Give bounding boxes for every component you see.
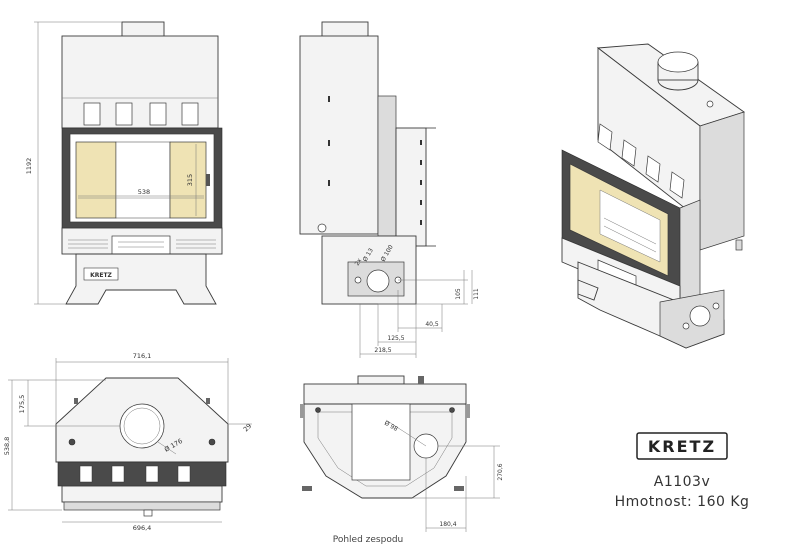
side-w3-label: 218,5	[374, 347, 391, 354]
model-label: A1103v	[654, 474, 711, 490]
top-depth-label: 538,8	[3, 437, 11, 456]
top-view: 716,1 538,8 175,5 29 Ø 176 696,4	[3, 352, 253, 532]
front-logo-label: KRETZ	[90, 272, 112, 279]
brand-logo: KRETZ	[648, 437, 716, 456]
top-front-width-label: 696,4	[133, 524, 152, 532]
side-h1-label: 105	[455, 288, 462, 300]
brand-logo-frame	[636, 432, 728, 460]
bottom-view: Ø 98 270,6 180,4 Pohled zespodu	[300, 375, 504, 545]
bottom-w-label: 180,4	[439, 521, 456, 528]
top-chamfer-label: 29	[242, 422, 254, 434]
brand-block: KRETZ A1103v Hmotnost: 160 Kg	[615, 432, 750, 510]
side-view: 105 111 2x Ø 13 Ø 100 40,5 125,5 218,5	[299, 21, 480, 358]
top-offset-label: 175,5	[18, 395, 26, 414]
bottom-view-caption: Pohled zespodu	[333, 535, 404, 545]
weight-label: Hmotnost: 160 Kg	[615, 494, 750, 510]
glass-width-label: 538	[138, 188, 150, 196]
side-h2-label: 111	[473, 288, 480, 300]
side-diam-small-count: 2x	[354, 257, 364, 267]
top-width-label: 716,1	[133, 352, 152, 360]
glass-height-label: 315	[186, 174, 194, 186]
side-w1-label: 40,5	[425, 321, 439, 328]
side-w2-label: 125,5	[387, 335, 404, 342]
isometric-view	[561, 43, 745, 349]
bottom-h-label: 270,6	[497, 463, 504, 480]
front-height-label: 1192	[25, 158, 33, 175]
front-view: KRETZ 1192 538 315	[25, 21, 223, 305]
